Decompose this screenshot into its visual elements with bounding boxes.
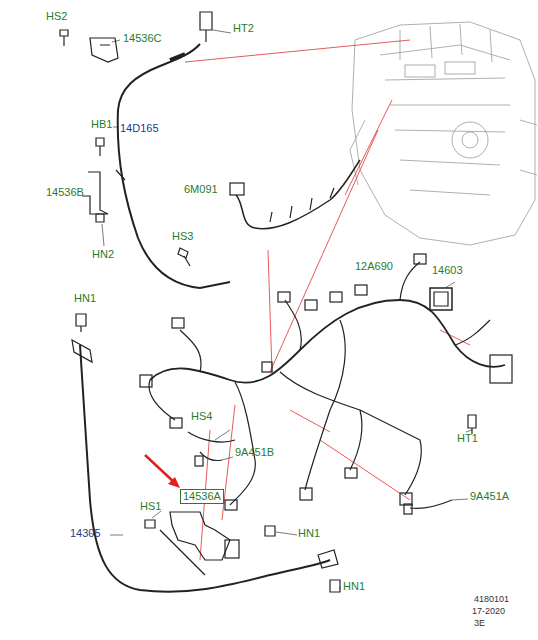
- part-label: HT2: [233, 22, 254, 35]
- part-label: HB1: [91, 118, 112, 131]
- part-label: HS4: [191, 410, 212, 423]
- part-label: HT1: [457, 432, 478, 445]
- part-label: HS3: [172, 230, 193, 243]
- part-label: 14536B: [46, 186, 84, 199]
- arrow-head: [168, 477, 180, 488]
- highlighted-part-box: 14536A: [180, 489, 224, 504]
- reference-number: 4180101: [474, 593, 509, 605]
- parts: [60, 12, 512, 592]
- leader-lines: [90, 30, 472, 589]
- part-label: 6M091: [184, 183, 218, 196]
- part-label: 14536C: [123, 32, 162, 45]
- part-label: 14305: [70, 527, 101, 540]
- part-label: 14536A: [183, 490, 221, 503]
- part-label: HN1: [298, 527, 320, 540]
- part-label: HS2: [46, 10, 67, 23]
- part-label: HS1: [140, 500, 161, 513]
- part-label: 9A451B: [235, 446, 274, 459]
- pointer-arrow: [145, 455, 176, 484]
- part-label: 14D165: [120, 122, 159, 135]
- part-label: 12A690: [355, 260, 393, 273]
- part-label: 14603: [432, 264, 463, 277]
- part-label: HN1: [74, 292, 96, 305]
- leader-lines-red: [185, 40, 470, 560]
- reference-number: 17-2020: [472, 605, 505, 617]
- part-label: 9A451A: [470, 490, 509, 503]
- engine-sketch: [350, 22, 537, 245]
- part-label: HN2: [92, 248, 114, 261]
- part-label: HN1: [343, 580, 365, 593]
- reference-number: 3E: [474, 617, 485, 629]
